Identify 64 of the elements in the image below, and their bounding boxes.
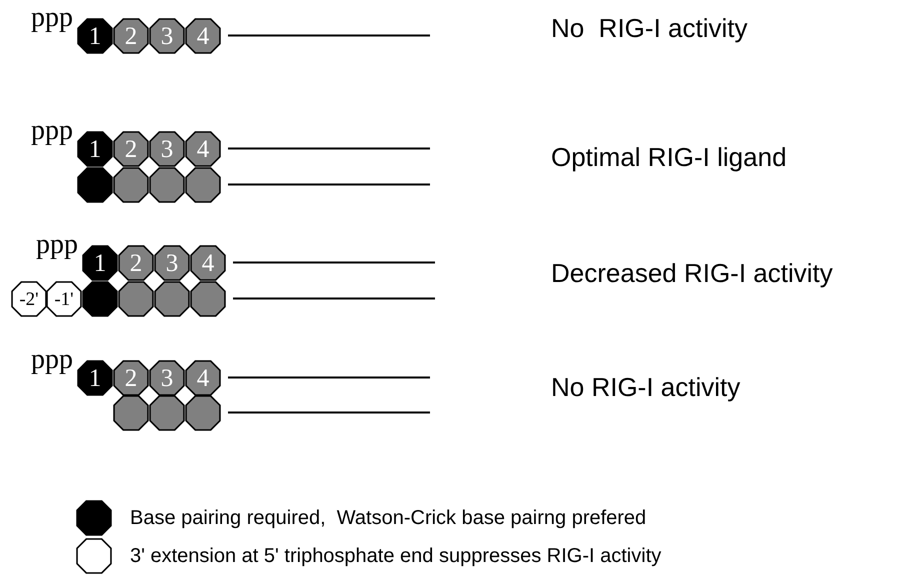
nucleotide-octagon — [149, 131, 185, 167]
nucleotide-octagon — [113, 18, 149, 54]
nucleotide-octagon — [185, 167, 221, 203]
activity-label: Optimal RIG-I ligand — [551, 141, 787, 174]
nucleotide-number: 4 — [196, 136, 210, 162]
nucleotide-number: -2' — [19, 290, 39, 308]
activity-label: No RIG-I activity — [551, 371, 740, 404]
nucleotide-octagon — [46, 281, 82, 317]
nucleotide-octagon — [149, 18, 185, 54]
nucleotide-number: 2 — [124, 136, 138, 162]
nucleotide-octagon — [77, 167, 113, 203]
nucleotide-octagon — [185, 360, 221, 396]
nucleotide-number: 2 — [124, 24, 138, 48]
rna-strand-line — [228, 184, 430, 186]
nucleotide-octagon — [154, 245, 190, 281]
legend-text: 3' extension at 5' triphosphate end suppresses RIG-I activity — [130, 544, 662, 569]
triphosphate-label: ppp — [36, 231, 78, 259]
nucleotide-number: 3 — [166, 250, 178, 276]
nucleotide-octagon — [113, 167, 149, 203]
rna-strand-line — [228, 148, 430, 150]
nucleotide-octagon — [113, 131, 149, 167]
nucleotide-number: 1 — [94, 250, 106, 276]
nucleotide-octagon — [149, 395, 185, 431]
nucleotide-number: 4 — [196, 24, 210, 48]
nucleotide-octagon — [113, 395, 149, 431]
nucleotide-octagon — [11, 281, 47, 317]
nucleotide-octagon — [185, 18, 221, 54]
nucleotide-octagon — [82, 245, 118, 281]
nucleotide-number: 3 — [160, 136, 174, 162]
nucleotide-number: 4 — [202, 250, 214, 276]
nucleotide-number: 2 — [130, 250, 142, 276]
nucleotide-octagon — [113, 360, 149, 396]
nucleotide-number: 3 — [160, 24, 174, 48]
rna-strand-line — [228, 376, 430, 378]
nucleotide-octagon — [149, 360, 185, 396]
nucleotide-octagon — [185, 395, 221, 431]
rna-strand-line — [233, 298, 435, 300]
nucleotide-number: 1 — [88, 366, 102, 390]
nucleotide-octagon — [149, 167, 185, 203]
nucleotide-octagon — [185, 131, 221, 167]
nucleotide-octagon — [82, 281, 118, 317]
legend-text: Base pairing required, Watson-Crick base pairng prefered — [130, 506, 646, 531]
rna-strand-line — [228, 34, 430, 36]
nucleotide-octagon — [77, 131, 113, 167]
nucleotide-octagon — [190, 245, 226, 281]
triphosphate-label: ppp — [31, 346, 73, 374]
nucleotide-octagon — [77, 18, 113, 54]
nucleotide-octagon — [118, 281, 154, 317]
nucleotide-octagon — [77, 360, 113, 396]
nucleotide-number: 2 — [124, 366, 138, 390]
rna-strand-line — [233, 262, 435, 264]
nucleotide-number: 4 — [196, 366, 210, 390]
nucleotide-octagon — [154, 281, 190, 317]
nucleotide-number: -1' — [54, 290, 74, 308]
activity-label: Decreased RIG-I activity — [551, 257, 833, 290]
nucleotide-number: 1 — [88, 24, 102, 48]
triphosphate-label: ppp — [31, 117, 73, 145]
nucleotide-octagon — [118, 245, 154, 281]
nucleotide-octagon — [190, 281, 226, 317]
activity-label: No RIG-I activity — [551, 12, 748, 44]
rna-strand-line — [228, 412, 430, 414]
nucleotide-number: 3 — [160, 366, 174, 390]
nucleotide-number: 1 — [88, 136, 102, 162]
triphosphate-label: ppp — [31, 4, 73, 32]
